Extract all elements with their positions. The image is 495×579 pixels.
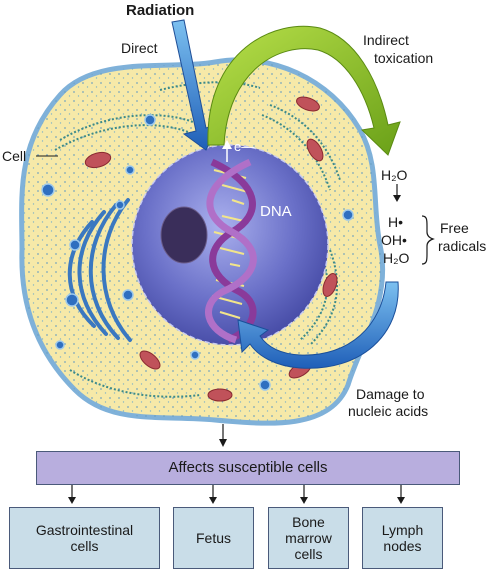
free-radicals-brace <box>421 215 435 265</box>
electron-arrow <box>222 140 232 162</box>
radicals-label: radicals <box>438 238 486 254</box>
affects-label: Affects susceptible cells <box>168 459 328 476</box>
cell-label: Cell <box>2 148 26 164</box>
golgi-apparatus <box>67 198 132 342</box>
electron-label: e— <box>234 139 254 154</box>
h2o-down-arrow <box>393 184 401 202</box>
target-text-line: cells <box>70 538 99 554</box>
damage-arrow <box>237 281 399 369</box>
target-text-line: Gastrointestinal <box>35 522 134 538</box>
radiation-label: Radiation <box>126 2 194 19</box>
vesicles <box>41 114 354 391</box>
mitochondria <box>84 96 338 402</box>
target-text-line: cells <box>294 546 323 562</box>
target-text-line: nodes <box>383 538 422 554</box>
h-radical-label: H• <box>388 214 403 230</box>
target-text-line: Lymph <box>381 522 424 538</box>
dna-label: DNA <box>260 203 292 220</box>
target-text-line: marrow <box>285 530 332 546</box>
nucleolus <box>160 206 208 264</box>
damage-label-line2: nucleic acids <box>348 403 428 419</box>
oh-radical-label: OH• <box>381 232 407 248</box>
target-fetus: Fetus <box>173 507 254 569</box>
water2-label: H₂O <box>383 250 410 266</box>
damage-label-line1: Damage to <box>356 386 425 402</box>
free-label: Free <box>440 220 469 236</box>
water-label: H₂O <box>381 167 408 183</box>
cell-to-affects-arrow <box>219 424 227 447</box>
direct-label: Direct <box>121 40 158 56</box>
cell <box>19 57 386 426</box>
target-text-line: Fetus <box>195 530 231 546</box>
target-text-line: Bone <box>292 514 325 530</box>
indirect-label: Indirect <box>363 32 409 48</box>
affects-to-targets-arrows <box>68 485 405 504</box>
toxication-label: toxication <box>374 50 433 66</box>
nucleus <box>131 144 329 346</box>
indirect-arrow <box>207 25 401 156</box>
dna-helix <box>205 158 257 344</box>
affects-susceptible-cells-box: Affects susceptible cells <box>36 451 460 485</box>
endoplasmic-reticulum <box>54 81 341 398</box>
